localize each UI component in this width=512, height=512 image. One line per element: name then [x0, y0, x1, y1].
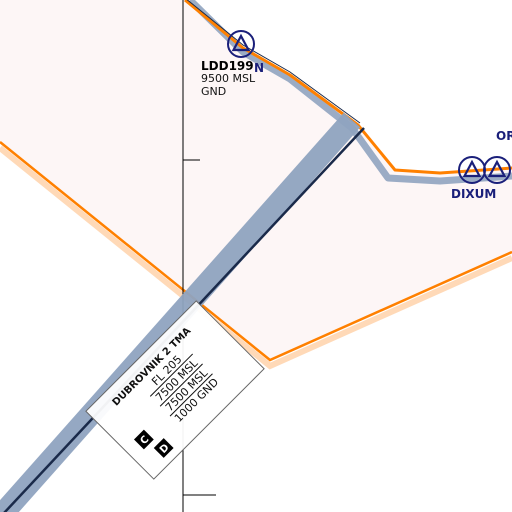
restricted-area-border-top-inner [186, 0, 361, 124]
waypoint-n[interactable] [227, 30, 255, 58]
airway-halo [0, 112, 361, 512]
restricted-zone-upper: 9500 MSL [201, 72, 256, 85]
waypoint-label-n: N [254, 61, 264, 75]
restricted-area-border-bottom [0, 141, 512, 362]
vor-triangle-icon-triangle [487, 159, 507, 178]
waypoint-label-dixum: DIXUM [451, 187, 496, 201]
waypoint-or[interactable] [483, 156, 511, 184]
restricted-zone-id: LDD199 [201, 59, 254, 73]
tma-label-box [85, 300, 265, 480]
vor-triangle-icon [483, 156, 511, 184]
vor-triangle-icon-triangle [462, 159, 482, 178]
vor-triangle-icon [227, 30, 255, 58]
restricted-zone-label[interactable]: LDD199 9500 MSL GND [201, 59, 256, 98]
restricted-area-border-glow [0, 145, 512, 370]
airspace-class-d-badge [153, 438, 174, 458]
tma-divider [149, 353, 194, 397]
tma-divider [159, 363, 203, 407]
vor-triangle-icon-triangle [231, 33, 251, 52]
tma-divider [169, 373, 213, 417]
restricted-area [0, 0, 512, 370]
restricted-zone-lower: GND [201, 85, 226, 98]
restricted-area-fill [0, 0, 512, 360]
restricted-area-border-top [184, 0, 512, 175]
waypoint-label-or: OR [496, 129, 512, 143]
